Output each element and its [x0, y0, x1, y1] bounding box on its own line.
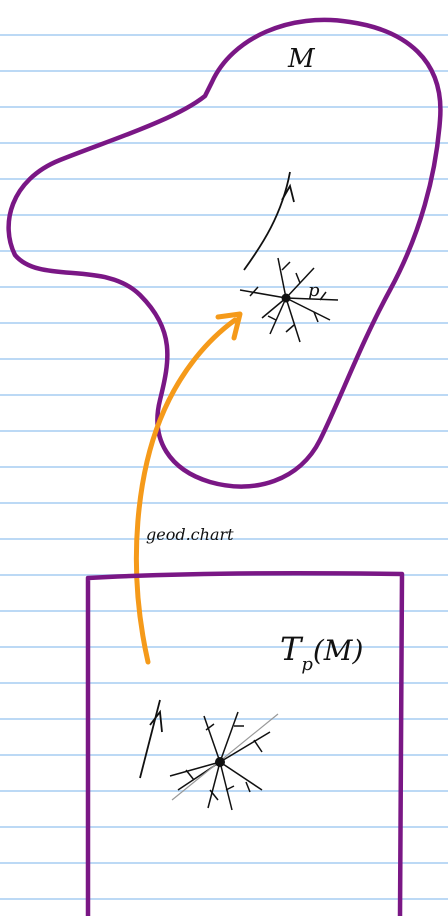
tangent-line-left [139, 699, 163, 779]
map-label: geod.chart [146, 525, 234, 544]
tangent-origin-dot [215, 757, 225, 767]
tangent-space-outline [85, 570, 405, 916]
geodesic-curve-m [243, 171, 295, 271]
point-p-dot [281, 293, 291, 303]
tangent-ray-faint [171, 713, 279, 801]
chart-map-arrow [133, 317, 238, 665]
manifold-outline [6, 17, 443, 489]
geodesic-star-p [239, 257, 339, 343]
tangent-space-label: Tp(M) [280, 630, 363, 675]
chart-map-arrowhead [215, 311, 243, 341]
point-p-label: p [308, 280, 320, 301]
manifold-label: M [287, 44, 316, 74]
